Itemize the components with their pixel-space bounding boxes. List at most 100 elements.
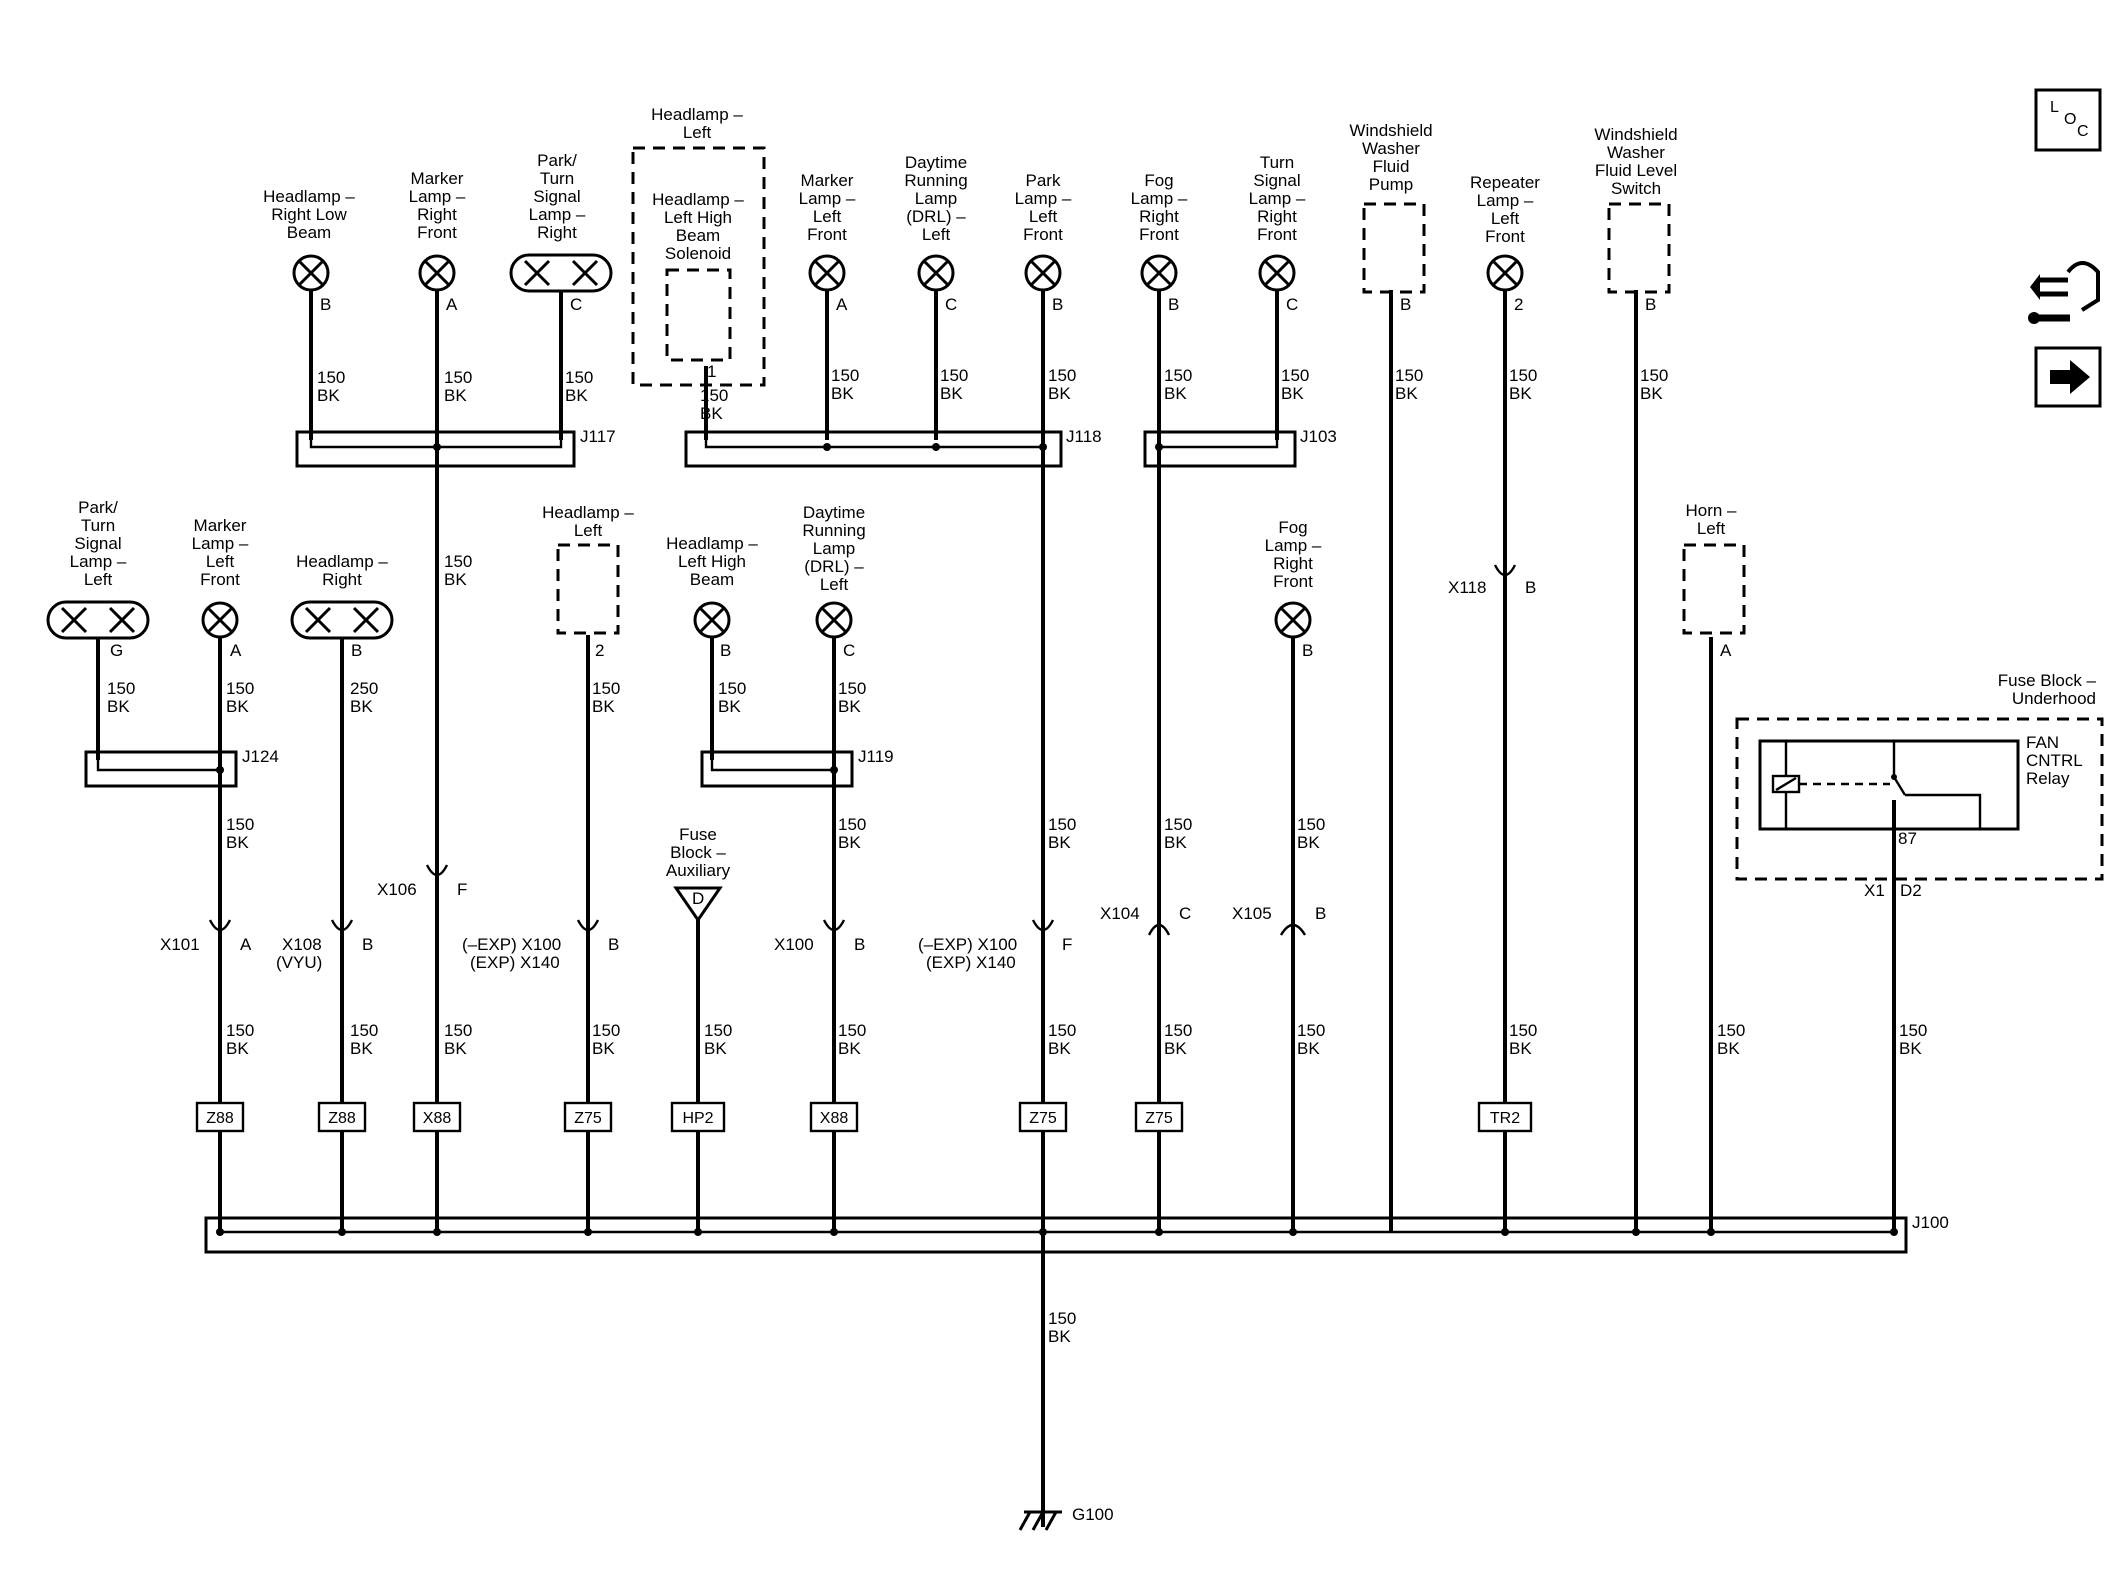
connector-label: C — [1179, 904, 1191, 923]
label-park-turn-right: Park/ Turn Signal Lamp – Right — [529, 151, 586, 242]
label-marker-left-front-top: Marker Lamp – Left Front — [799, 171, 856, 244]
lamp-drl-left-2-icon — [815, 601, 853, 639]
connector-label: (VYU) — [276, 953, 322, 972]
svg-text:Left: Left — [206, 552, 235, 571]
svg-text:Switch: Switch — [1611, 179, 1661, 198]
circuit-boxes — [195, 1101, 1533, 1133]
svg-text:Signal: Signal — [533, 187, 580, 206]
wires — [96, 290, 1896, 1527]
svg-text:Lamp –: Lamp – — [1249, 189, 1306, 208]
svg-text:Fog: Fog — [1144, 171, 1173, 190]
label-park-turn-left: Park/ Turn Signal Lamp – Left — [70, 498, 127, 589]
connector-label: B — [1525, 578, 1536, 597]
svg-text:BK: BK — [1509, 384, 1532, 403]
svg-text:150: 150 — [838, 1021, 866, 1040]
svg-text:Headlamp –: Headlamp – — [296, 552, 388, 571]
svg-text:150: 150 — [592, 679, 620, 698]
svg-text:Right: Right — [1139, 207, 1179, 226]
connector-x118-icon — [1493, 564, 1517, 577]
label-headlamp-right-low: Headlamp – Right Low Beam — [263, 187, 355, 242]
svg-text:Turn: Turn — [540, 169, 574, 188]
label-horn-left: Horn – Left — [1685, 501, 1737, 538]
loc-icon[interactable]: L O C — [2034, 88, 2102, 152]
svg-text:Headlamp –: Headlamp – — [651, 105, 743, 124]
svg-text:Front: Front — [1485, 227, 1525, 246]
svg-text:BK: BK — [350, 1039, 373, 1058]
pin-label: B — [1400, 295, 1411, 314]
connector-label: F — [457, 880, 467, 899]
splice-label: J103 — [1300, 427, 1337, 446]
lamp-headlamp-right-icon — [290, 600, 394, 640]
connector-label: X108 — [282, 935, 322, 954]
label-fuse-underhood: Fuse Block – Underhood — [1998, 671, 2097, 708]
svg-text:BK: BK — [1048, 1327, 1071, 1346]
svg-text:BK: BK — [317, 386, 340, 405]
lamp-park-turn-right-icon — [509, 253, 613, 293]
svg-text:250: 250 — [350, 679, 378, 698]
svg-text:Left: Left — [922, 225, 951, 244]
svg-text:Block –: Block – — [670, 843, 726, 862]
connector-label: D2 — [1900, 881, 1922, 900]
svg-text:X88: X88 — [820, 1110, 849, 1127]
lamp-repeater-left-front-icon — [1486, 254, 1524, 292]
svg-text:Turn: Turn — [81, 516, 115, 535]
svg-text:CNTRL: CNTRL — [2026, 751, 2083, 770]
svg-text:Right: Right — [1257, 207, 1297, 226]
svg-text:150: 150 — [704, 1021, 732, 1040]
svg-text:Right: Right — [417, 205, 457, 224]
ground-symbol-icon — [1018, 1510, 1062, 1531]
svg-text:Lamp –: Lamp – — [1015, 189, 1072, 208]
svg-text:Left: Left — [683, 123, 712, 142]
lamp-fog-right-front-icon — [1140, 254, 1178, 292]
svg-text:Left: Left — [820, 575, 849, 594]
svg-text:Beam: Beam — [287, 223, 331, 242]
headlamp-left-housing — [631, 146, 766, 387]
lamp-park-left-front-icon — [1024, 254, 1062, 292]
svg-text:Headlamp –: Headlamp – — [542, 503, 634, 522]
connector-exp-b-icon — [1031, 919, 1055, 932]
svg-text:(DRL) –: (DRL) – — [804, 557, 864, 576]
svg-text:Fluid Level: Fluid Level — [1595, 161, 1677, 180]
svg-text:Daytime: Daytime — [905, 153, 967, 172]
fuse-block-underhood-box — [1735, 717, 2104, 881]
svg-text:BK: BK — [1297, 1039, 1320, 1058]
ground-label: G100 — [1072, 1505, 1114, 1524]
label-washer-switch: Windshield Washer Fluid Level Switch — [1594, 125, 1677, 198]
labels: Headlamp – Right Low Beam Marker Lamp – … — [70, 105, 2097, 1524]
label-headlamp-left-high: Headlamp – Left High Beam — [666, 534, 758, 589]
svg-text:150: 150 — [1164, 815, 1192, 834]
svg-text:150: 150 — [1509, 1021, 1537, 1040]
svg-text:Beam: Beam — [676, 226, 720, 245]
svg-text:Signal: Signal — [74, 534, 121, 553]
svg-text:150: 150 — [1640, 366, 1668, 385]
pin-label: C — [945, 295, 957, 314]
dashed-components — [556, 146, 2104, 881]
svg-text:Headlamp –: Headlamp – — [652, 190, 744, 209]
svg-text:Lamp: Lamp — [915, 189, 958, 208]
next-page-arrow-icon[interactable] — [2034, 346, 2102, 408]
svg-text:150: 150 — [718, 679, 746, 698]
svg-text:Marker: Marker — [194, 516, 247, 535]
component-locator-icon[interactable] — [2028, 261, 2100, 324]
pin-label: 2 — [595, 641, 604, 660]
pin-label: B — [1052, 295, 1063, 314]
svg-text:BK: BK — [444, 386, 467, 405]
connector-label: X1 — [1864, 881, 1885, 900]
svg-text:Lamp –: Lamp – — [1131, 189, 1188, 208]
label-drl-left-mid: Daytime Running Lamp (DRL) – Left — [802, 503, 865, 594]
svg-text:150: 150 — [1717, 1021, 1745, 1040]
svg-text:150: 150 — [226, 815, 254, 834]
svg-text:Z75: Z75 — [1145, 1110, 1173, 1127]
connector-label: B — [854, 935, 865, 954]
pin-label: A — [446, 295, 458, 314]
svg-text:150: 150 — [444, 368, 472, 387]
svg-text:Left High: Left High — [678, 552, 746, 571]
svg-text:Left High: Left High — [664, 208, 732, 227]
svg-text:Front: Front — [1023, 225, 1063, 244]
splice-label: J100 — [1912, 1213, 1949, 1232]
svg-text:150: 150 — [107, 679, 135, 698]
svg-text:150: 150 — [1048, 366, 1076, 385]
